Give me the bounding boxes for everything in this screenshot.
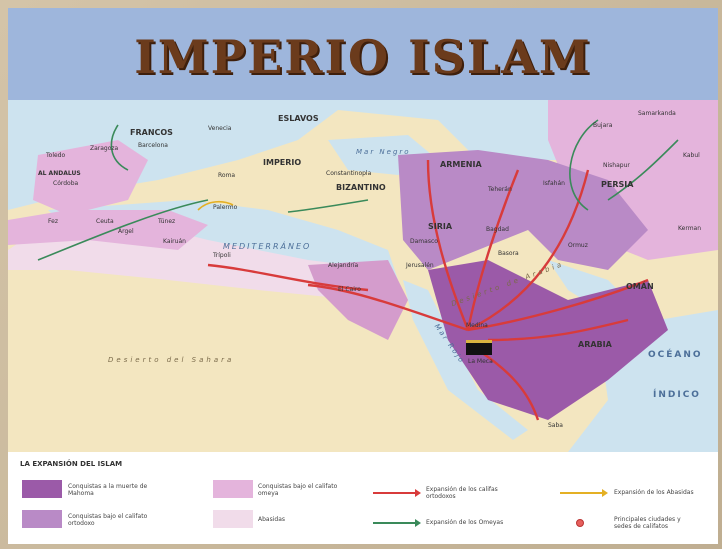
- city-tunez: Túnez: [158, 218, 176, 225]
- city-isfahan: Isfahán: [543, 180, 565, 187]
- city-ormuz: Ormuz: [568, 242, 588, 249]
- city-palermo: Palermo: [213, 204, 238, 211]
- label-mediterraneo: MEDITERRÁNEO: [223, 242, 312, 251]
- city-cordoba: Córdoba: [53, 180, 79, 187]
- label-armenia: ARMENIA: [440, 160, 482, 169]
- legend-text-ortodoxos-exp: Expansión de los califas ortodoxos: [426, 486, 498, 500]
- city-alejandria: Alejandría: [328, 262, 359, 269]
- legend-swatch-mahoma: [22, 480, 62, 498]
- city-zaragoza: Zaragoza: [90, 145, 119, 152]
- legend-swatch-abasidas: [213, 510, 253, 528]
- legend-green-arrow: [373, 519, 421, 527]
- city-samarkanda: Samarkanda: [638, 110, 676, 117]
- legend-yellow-arrow: [560, 489, 608, 497]
- yellow-arrows: [197, 200, 234, 211]
- legend-text-abasidas: Abasidas: [258, 516, 285, 523]
- city-nishapur: Nishapur: [603, 162, 630, 169]
- legend-text-abasidas-exp: Expansión de los Abasidas: [614, 489, 694, 496]
- city-damasco: Damasco: [410, 238, 438, 245]
- legend-swatch-ortodoxo: [22, 510, 62, 528]
- label-persia: PERSIA: [601, 180, 634, 189]
- city-argel: Argel: [118, 228, 134, 235]
- title-band: IMPERIO ISLAM: [8, 8, 718, 100]
- territory-omeya-iberia: [33, 140, 148, 215]
- map-svg: [8, 100, 718, 452]
- city-venecia: Venecia: [208, 125, 232, 132]
- label-oman: OMÁN: [626, 282, 654, 291]
- legend-red-arrow: [373, 489, 421, 497]
- territory-omeya-africa: [8, 210, 208, 250]
- label-siria: SIRIA: [428, 222, 453, 231]
- label-oceano: OCÉANO: [648, 350, 703, 360]
- green-arrows: [37, 119, 679, 261]
- city-kairuan: Kairuán: [163, 238, 186, 245]
- city-kabul: Kabul: [683, 152, 700, 159]
- label-mar-negro: Mar Negro: [356, 148, 411, 156]
- city-medina: Medina: [466, 322, 488, 329]
- legend-text-ciudades: Principales ciudades y sedes de califato…: [614, 516, 681, 530]
- legend-text-mahoma: Conquistas a la muerte de Mahoma: [68, 483, 148, 497]
- city-fez: Fez: [48, 218, 58, 225]
- legend-swatch-omeya: [213, 480, 253, 498]
- city-kerman: Kerman: [678, 225, 702, 232]
- city-bujara: Bujara: [593, 122, 613, 129]
- legend-city-dot-icon: [576, 519, 584, 527]
- legend-text-omeya: Conquistas bajo el califato omeya: [258, 483, 338, 497]
- map-area: FRANCOS ESLAVOS IMPERIO BIZANTINO ARMENI…: [8, 100, 718, 452]
- label-bizantino: BIZANTINO: [336, 183, 386, 192]
- label-eslavos: ESLAVOS: [278, 114, 319, 123]
- city-el-cairo: El Cairo: [338, 286, 361, 293]
- city-constantinopla: Constantinopla: [326, 170, 372, 177]
- legend-text-ortodoxo: Conquistas bajo el califato ortodoxo: [68, 513, 148, 527]
- label-desierto-sahara: Desierto del Sahara: [108, 356, 235, 364]
- legend-text-omeyas-exp: Expansión de los Omeyas: [426, 519, 504, 526]
- label-al-andalus: AL ANDALUS: [38, 170, 81, 177]
- city-roma: Roma: [218, 172, 236, 179]
- city-bagdad: Bagdad: [486, 226, 509, 233]
- city-saba: Saba: [548, 422, 563, 429]
- territory-omeya-egypt: [308, 260, 408, 340]
- city-toledo: Toledo: [46, 152, 66, 159]
- city-teheran: Teherán: [488, 186, 512, 193]
- city-la-meca: La Meca: [468, 358, 493, 365]
- city-jerusalen: Jerusalén: [406, 262, 434, 269]
- sea-red: [403, 280, 528, 440]
- label-indico: ÍNDICO: [653, 390, 701, 400]
- legend: LA EXPANSIÓN DEL ISLAM Conquistas a la m…: [8, 452, 718, 544]
- label-imperio: IMPERIO: [263, 158, 302, 167]
- city-barcelona: Barcelona: [138, 142, 168, 149]
- kaaba-icon: [466, 340, 492, 355]
- legend-title: LA EXPANSIÓN DEL ISLAM: [20, 460, 123, 468]
- label-francos: FRANCOS: [130, 128, 173, 137]
- city-ceuta: Ceuta: [96, 218, 114, 225]
- city-basora: Basora: [498, 250, 519, 257]
- sea-mediterranean: [8, 100, 718, 210]
- territory-mahoma: [428, 260, 668, 420]
- page-title: IMPERIO ISLAM: [134, 30, 592, 84]
- red-arrows: [207, 159, 649, 421]
- label-arabia: ARABIA: [578, 340, 612, 349]
- city-tripoli: Trípoli: [213, 252, 231, 259]
